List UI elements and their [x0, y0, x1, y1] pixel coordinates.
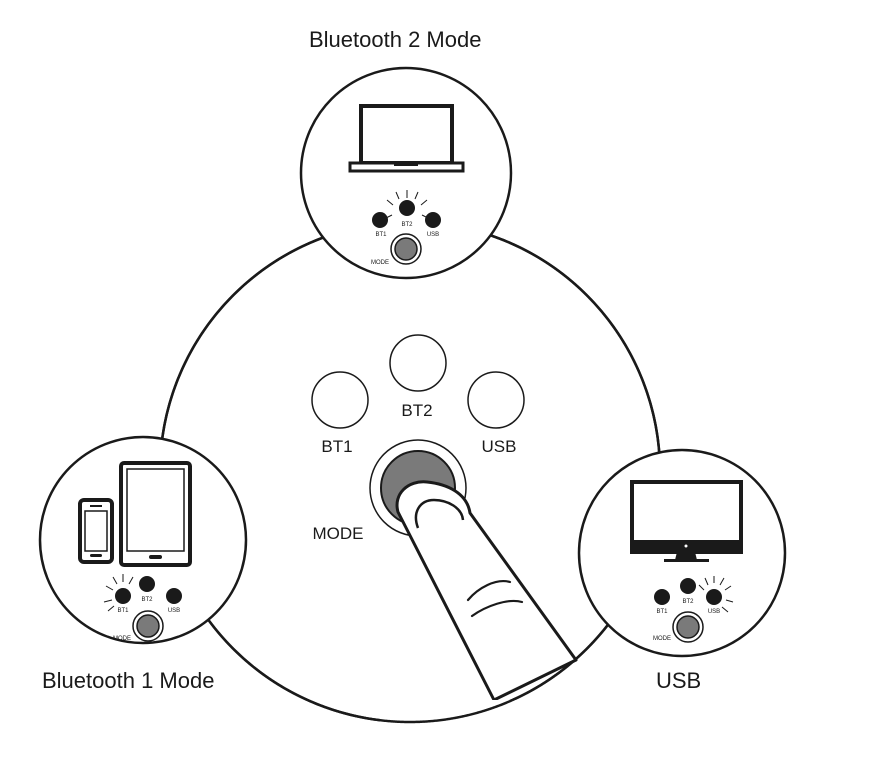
bt1-dot — [654, 589, 670, 605]
bt2-small-label: BT2 — [141, 597, 153, 603]
bt2-label: BT2 — [401, 401, 432, 420]
bt2-indicator — [389, 334, 447, 392]
usb-dot — [166, 588, 182, 604]
usb-small-label: USB — [708, 609, 720, 615]
bt2-small-label: BT2 — [401, 222, 413, 228]
bt1-label: BT1 — [321, 437, 352, 456]
mode-small-label: MODE — [113, 636, 131, 642]
caption-usb-mode: USB — [656, 668, 702, 693]
usb-small-label: USB — [168, 608, 180, 614]
finger-icon — [380, 480, 620, 740]
mode-small-label: MODE — [371, 260, 389, 266]
phone-tablet-icon — [78, 461, 192, 567]
bt1-light-rays — [103, 574, 134, 612]
usb-indicator — [467, 371, 525, 429]
usb-small-label: USB — [427, 232, 439, 238]
bt1-small-label: BT1 — [656, 609, 668, 615]
monitor-icon — [630, 480, 743, 562]
bt2-light-rays — [385, 190, 429, 219]
bt1-small-label: BT1 — [117, 608, 129, 614]
bt1-dot-lit — [115, 588, 131, 604]
inset-usb-mode: BT1 BT2 USB MODE — [577, 448, 787, 658]
bt2-dot-lit — [399, 200, 415, 216]
bt2-dot — [680, 578, 696, 594]
bt2-dot — [139, 576, 155, 592]
bt2-small-label: BT2 — [682, 599, 694, 605]
usb-dot — [425, 212, 441, 228]
mode-small-button — [136, 614, 160, 638]
mode-small-label: MODE — [653, 636, 671, 642]
mode-label: MODE — [313, 524, 364, 543]
bt1-dot — [372, 212, 388, 228]
caption-bt2-mode: Bluetooth 2 Mode — [309, 27, 482, 52]
inset-bt2-mode: BT1 BT2 USB MODE — [299, 66, 513, 280]
bt1-small-label: BT1 — [375, 232, 387, 238]
usb-light-rays — [698, 576, 734, 613]
mode-small-button — [394, 237, 418, 261]
laptop-icon — [348, 104, 465, 173]
caption-bt1-mode: Bluetooth 1 Mode — [42, 668, 215, 693]
bt1-indicator — [311, 371, 369, 429]
inset-bt1-mode: BT1 BT2 USB MODE — [38, 435, 248, 645]
mode-small-button — [676, 615, 700, 639]
usb-label: USB — [482, 437, 517, 456]
usb-dot-lit — [706, 589, 722, 605]
